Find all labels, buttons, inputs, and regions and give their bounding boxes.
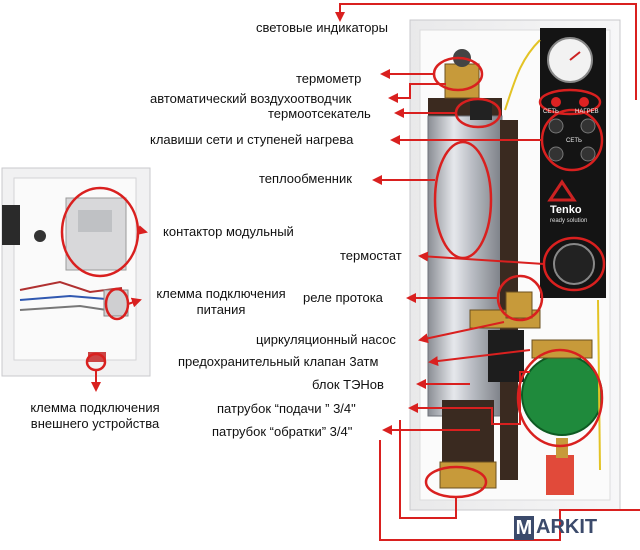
label-power-terminal: клемма подключения питания (146, 286, 296, 318)
label-thermostat: термостат (340, 248, 402, 263)
label-supply-pipe: патрубок “подачи ” 3/4" (217, 401, 356, 416)
label-air-vent: автоматический воздухоотводчик (150, 91, 352, 106)
logo-text: ARKIT (536, 516, 598, 538)
panel-label-right: НАГРЕВ (575, 109, 599, 115)
panel-tagline: ready solution (550, 218, 588, 224)
pump-ellipse (516, 348, 604, 448)
label-thermal-cutout: термоотсекатель (268, 106, 371, 121)
leader-lines (91, 3, 640, 541)
markit-logo: M ARKIT (508, 512, 636, 546)
panel-brand: Tenko (550, 204, 582, 216)
left-cabinet (1, 167, 151, 377)
label-flow-relay: реле протока (303, 290, 383, 305)
label-safety-valve: предохранительный клапан 3атм (178, 354, 379, 369)
label-power-terminal-line2: питания (196, 302, 246, 317)
indicators-ellipse (538, 88, 602, 116)
panel-label-left: СЕТЬ (543, 109, 559, 115)
label-power-terminal-line1: клемма подключения (156, 286, 286, 301)
logo-letter: M (514, 516, 534, 540)
label-heat-exchanger: теплообменник (259, 171, 352, 186)
label-light-indicators: световые индикаторы (256, 20, 389, 35)
label-external-terminal-line2: внешнего устройства (30, 416, 160, 431)
label-external-terminal-line1: клемма подключения (30, 400, 160, 415)
label-circulation-pump: циркуляционный насос (256, 332, 396, 347)
label-thermometer: термометр (296, 71, 362, 86)
label-heater-block: блок ТЭНов (312, 377, 384, 392)
label-keys: клавиши сети и ступеней нагрева (150, 132, 354, 147)
label-external-terminal: клемма подключения внешнего устройства (10, 400, 180, 432)
boiler-cabinet (409, 19, 621, 511)
label-contactor: контактор модульный (163, 224, 294, 239)
panel-label-mid: СЕТЬ (566, 138, 582, 144)
label-return-pipe: патрубок “обратки” 3/4" (212, 424, 353, 439)
